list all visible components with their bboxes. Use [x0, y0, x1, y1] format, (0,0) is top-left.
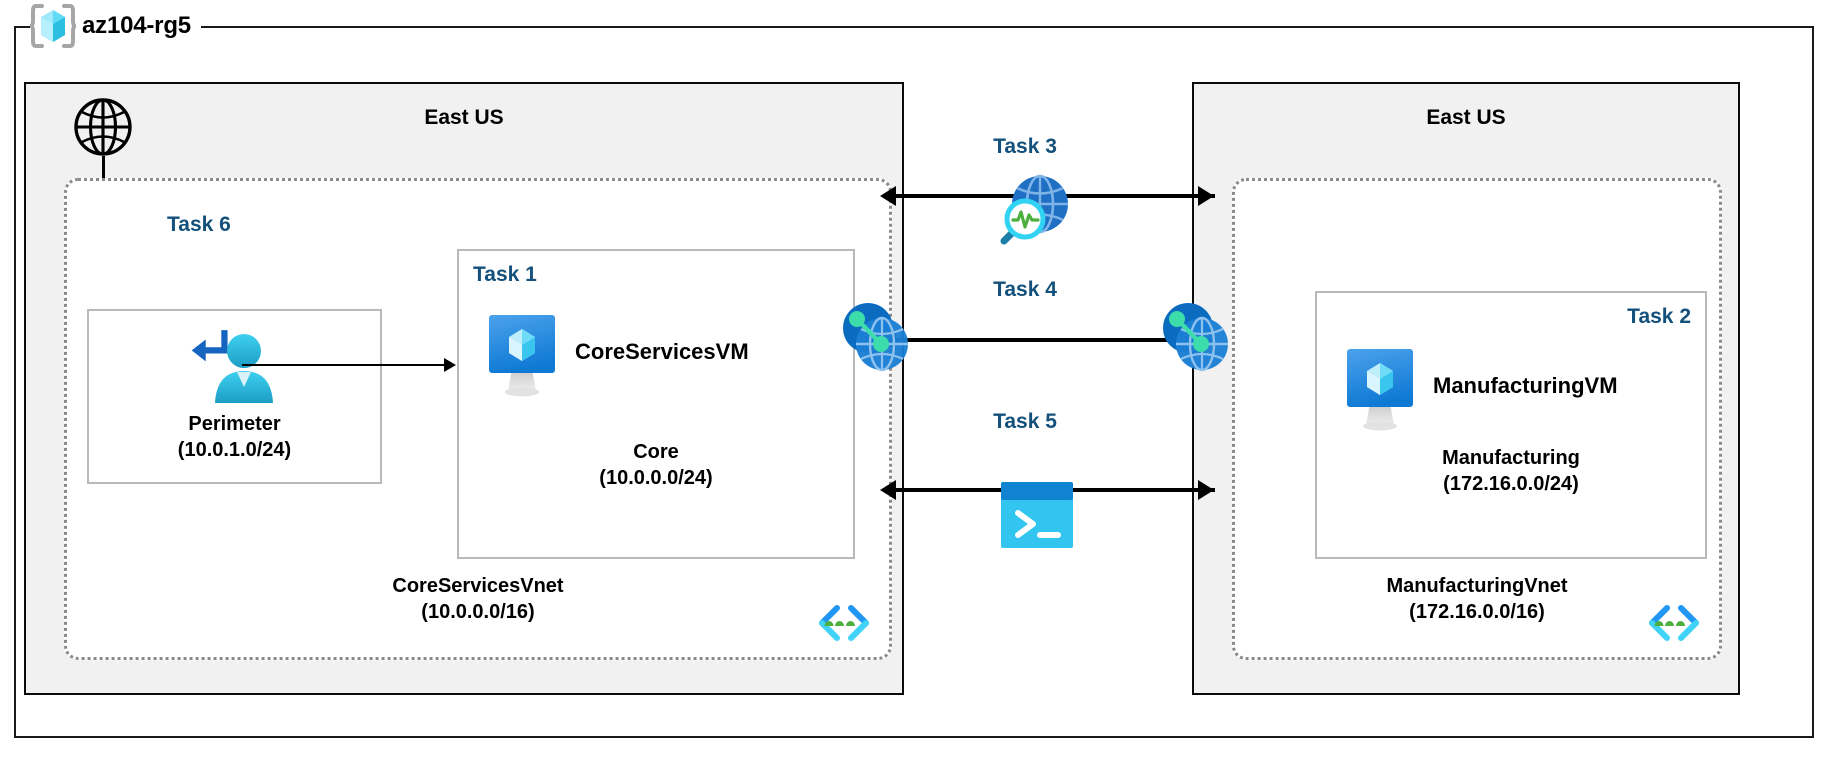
vnet-coreservices-label: CoreServicesVnet (10.0.0.0/16) [392, 575, 564, 623]
vnet-coreservices: Task 6 [64, 178, 892, 660]
resource-group-name: az104-rg5 [82, 12, 191, 39]
virtual-machine-icon [1343, 345, 1417, 438]
task-label-1: Task 1 [473, 263, 537, 286]
task-label-3: Task 3 [993, 135, 1057, 158]
region-panel-right: East US Task 2 [1192, 82, 1740, 695]
vnet-peering-icon [1160, 298, 1232, 383]
region-title-right: East US [1426, 106, 1506, 129]
virtual-network-icon [815, 600, 873, 651]
resource-group-cube-icon [26, 2, 80, 50]
vnet-peering-icon [840, 298, 912, 383]
bastion-user-icon [190, 325, 282, 416]
task5-arrowhead-right [1198, 480, 1214, 500]
subnet-core-label: Core (10.0.0.0/24) [599, 441, 713, 489]
subnet-core: Task 1 [457, 249, 855, 559]
perimeter-to-core-line [242, 364, 447, 366]
resource-group-frame [14, 26, 1814, 738]
virtual-machine-icon [485, 311, 559, 404]
task-label-6: Task 6 [167, 213, 231, 236]
subnet-perimeter-label: Perimeter (10.0.1.0/24) [177, 413, 292, 461]
globe-icon [72, 96, 134, 163]
task5-arrowhead-left [880, 480, 896, 500]
resource-group-header: az104-rg5 [26, 2, 201, 50]
cloud-shell-icon [999, 480, 1075, 555]
task-label-5: Task 5 [993, 410, 1057, 433]
virtual-network-icon [1645, 600, 1703, 651]
network-watcher-icon [988, 172, 1074, 257]
region-panel-left: East US Task 6 [24, 82, 904, 695]
task-label-2: Task 2 [1627, 305, 1691, 328]
vm-name-coreservices: CoreServicesVM [575, 339, 749, 364]
vnet-manufacturing: Task 2 [1232, 178, 1722, 660]
task3-arrowhead-right [1198, 186, 1214, 206]
region-title-left: East US [424, 106, 504, 129]
vnet-manufacturing-label: ManufacturingVnet (172.16.0.0/16) [1386, 575, 1568, 623]
vm-name-manufacturing: ManufacturingVM [1433, 373, 1618, 398]
task-label-4: Task 4 [993, 278, 1057, 301]
perimeter-to-core-arrowhead [444, 358, 456, 372]
task4-connector-line [895, 338, 1215, 342]
subnet-manufacturing-label: Manufacturing (172.16.0.0/24) [1442, 447, 1580, 495]
task3-arrowhead-left [880, 186, 896, 206]
subnet-perimeter: Perimeter (10.0.1.0/24) [87, 309, 382, 484]
subnet-manufacturing: Task 2 [1315, 291, 1707, 559]
